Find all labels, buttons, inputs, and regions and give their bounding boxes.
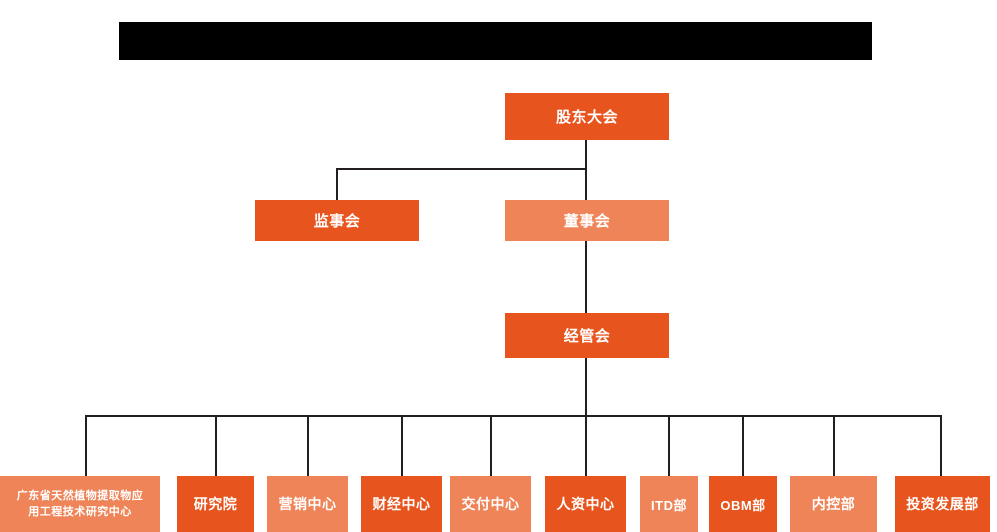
- connector-shareholders-stem: [585, 140, 587, 169]
- org-node-delivery[interactable]: 交付中心: [450, 476, 531, 532]
- connector-level4-bus: [85, 415, 941, 417]
- connector-drop-itd: [668, 415, 670, 476]
- org-node-institute[interactable]: 研究院: [177, 476, 254, 532]
- org-node-management[interactable]: 经管会: [505, 313, 669, 358]
- connector-drop-obm: [742, 415, 744, 476]
- connector-drop-research-center: [85, 415, 87, 476]
- org-node-internal-control[interactable]: 内控部: [790, 476, 877, 532]
- connector-drop-internal-control: [833, 415, 835, 476]
- connector-drop-finance: [401, 415, 403, 476]
- connector-drop-marketing: [307, 415, 309, 476]
- org-node-itd[interactable]: ITD部: [640, 476, 698, 532]
- connector-drop-delivery: [490, 415, 492, 476]
- org-node-marketing[interactable]: 营销中心: [267, 476, 348, 532]
- org-node-finance[interactable]: 财经中心: [361, 476, 442, 532]
- org-node-research-center[interactable]: 广东省天然植物提取物应 用工程技术研究中心: [0, 476, 160, 532]
- connector-drop-directors: [585, 168, 587, 200]
- redacted-title-bar: [119, 22, 872, 60]
- connector-drop-supervisors: [336, 168, 338, 200]
- connector-drop-institute: [215, 415, 217, 476]
- connector-management-stem: [585, 358, 587, 416]
- org-node-investment[interactable]: 投资发展部: [895, 476, 990, 532]
- org-node-supervisors[interactable]: 监事会: [255, 200, 419, 241]
- connector-directors-to-management: [585, 241, 587, 319]
- connector-level1-bus: [336, 168, 587, 170]
- org-node-directors[interactable]: 董事会: [505, 200, 669, 241]
- org-node-obm[interactable]: OBM部: [709, 476, 777, 532]
- org-node-hr[interactable]: 人资中心: [545, 476, 626, 532]
- org-node-shareholders[interactable]: 股东大会: [505, 93, 669, 140]
- connector-drop-investment: [940, 415, 942, 476]
- connector-drop-hr: [585, 415, 587, 476]
